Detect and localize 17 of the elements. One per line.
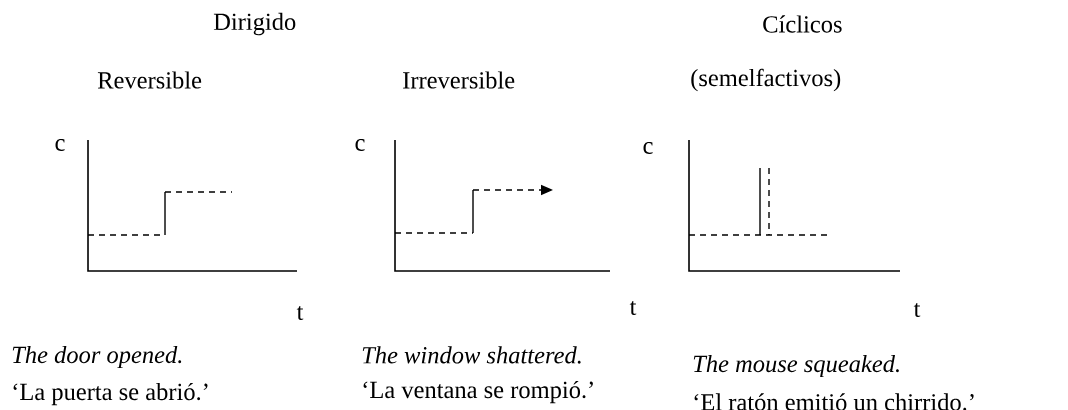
example-sentence: The mouse squeaked.: [693, 354, 899, 378]
axis-label: t: [913, 303, 921, 317]
axis-label: t: [296, 306, 304, 320]
heading: Dirigido: [213, 12, 296, 36]
heading: Cíclicos: [763, 15, 842, 33]
axis-label: t: [629, 301, 637, 315]
subheading: Irreversible: [403, 71, 515, 89]
example-sentence: The window shattered.: [362, 346, 581, 364]
translation: ‘La ventana se rompió.’: [363, 380, 593, 404]
example-sentence: The door opened.: [12, 345, 182, 369]
axis-label: c: [55, 139, 65, 151]
axis-label: c: [355, 139, 365, 151]
axis-label: c: [643, 142, 653, 154]
subheading: (semelfactivos): [691, 68, 841, 92]
translation: ‘El ratón emitió un chirrido.’: [694, 393, 974, 410]
subheading: Reversible: [97, 71, 202, 89]
translation: ‘La puerta se abrió.’: [13, 382, 208, 406]
